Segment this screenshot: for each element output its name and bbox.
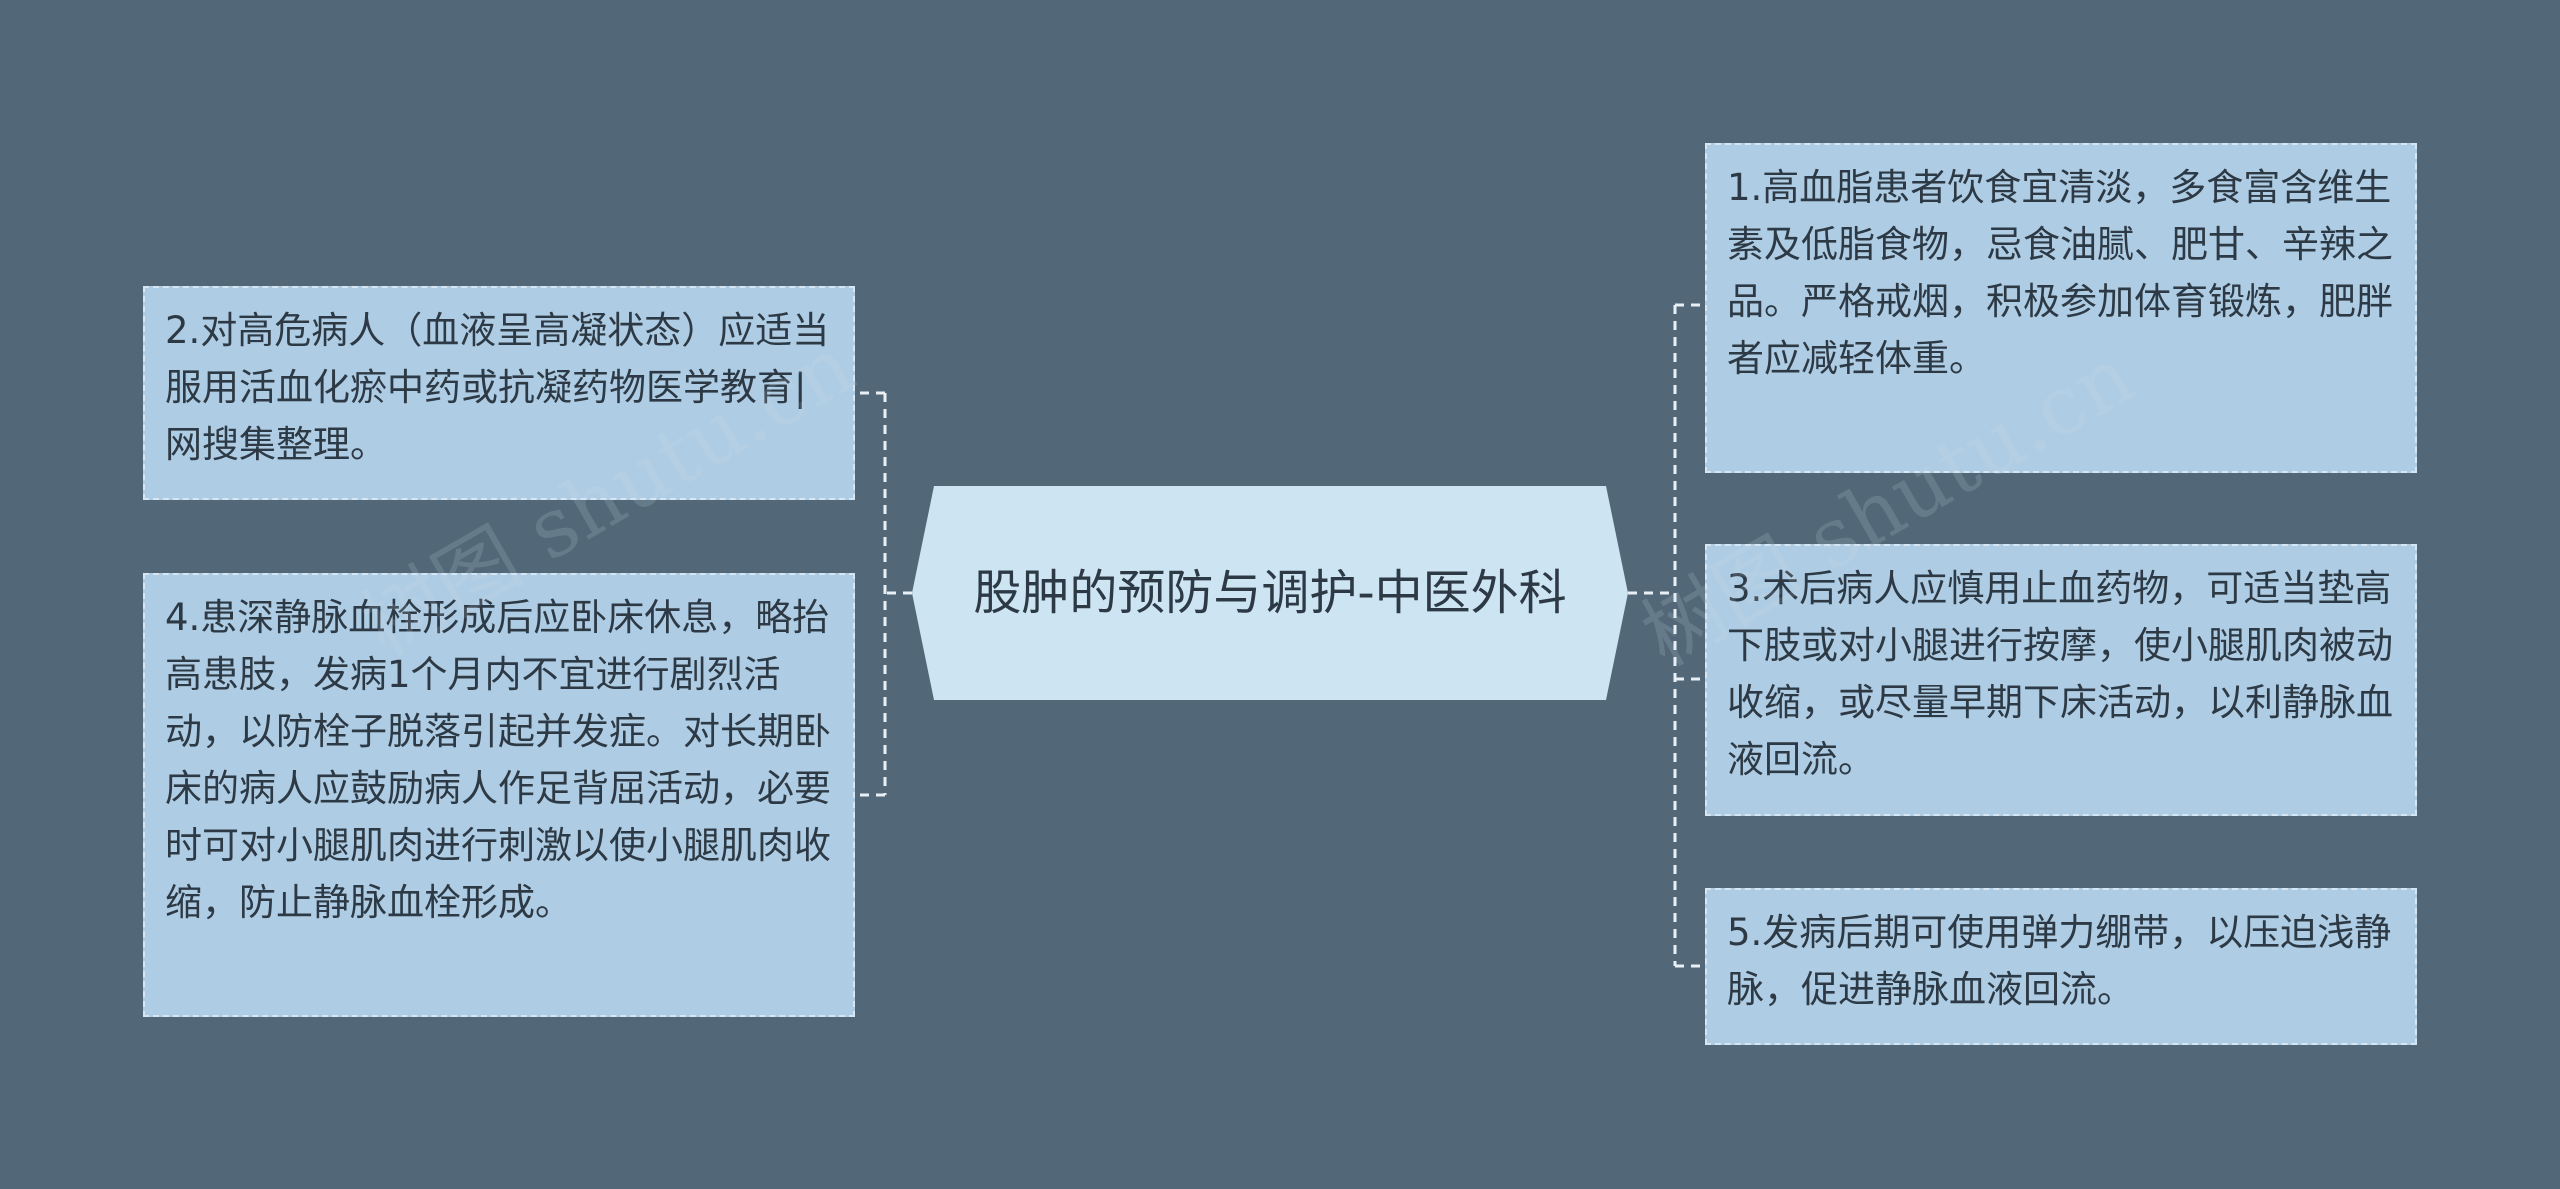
- topic-node-2[interactable]: 2.对高危病人（血液呈高凝状态）应适当服用活血化瘀中药或抗凝药物医学教育|网搜集…: [143, 286, 855, 500]
- topic-node-4-text: 4.患深静脉血栓形成后应卧床休息，略抬高患肢，发病1个月内不宜进行剧烈活动，以防…: [165, 596, 831, 924]
- topic-node-3-text: 3.术后病人应慎用止血药物，可适当垫高下肢或对小腿进行按摩，使小腿肌肉被动收缩，…: [1727, 567, 2393, 781]
- center-topic-title: 股肿的预防与调护-中医外科: [973, 565, 1567, 621]
- topic-node-2-text: 2.对高危病人（血液呈高凝状态）应适当服用活血化瘀中药或抗凝药物医学教育|网搜集…: [165, 309, 830, 466]
- topic-node-4[interactable]: 4.患深静脉血栓形成后应卧床休息，略抬高患肢，发病1个月内不宜进行剧烈活动，以防…: [143, 573, 855, 1017]
- topic-node-5-text: 5.发病后期可使用弹力绷带，以压迫浅静脉，促进静脉血液回流。: [1727, 911, 2392, 1011]
- topic-node-3[interactable]: 3.术后病人应慎用止血药物，可适当垫高下肢或对小腿进行按摩，使小腿肌肉被动收缩，…: [1705, 544, 2417, 816]
- topic-node-5[interactable]: 5.发病后期可使用弹力绷带，以压迫浅静脉，促进静脉血液回流。: [1705, 888, 2417, 1045]
- topic-node-1-text: 1.高血脂患者饮食宜清淡，多食富含维生素及低脂食物，忌食油腻、肥甘、辛辣之品。严…: [1727, 166, 2393, 380]
- topic-node-1[interactable]: 1.高血脂患者饮食宜清淡，多食富含维生素及低脂食物，忌食油腻、肥甘、辛辣之品。严…: [1705, 143, 2417, 473]
- center-topic-shape: [912, 486, 1628, 700]
- center-topic[interactable]: 股肿的预防与调护-中医外科: [912, 486, 1628, 700]
